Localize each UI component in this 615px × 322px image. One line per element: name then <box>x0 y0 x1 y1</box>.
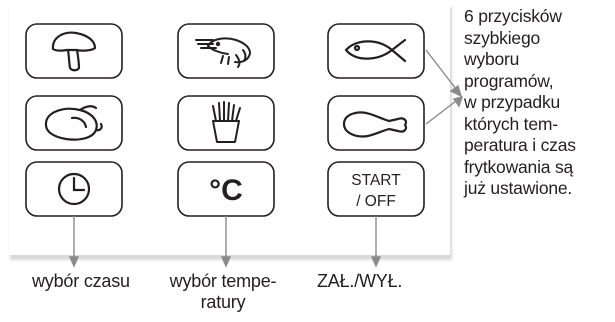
callout-arrow-lower <box>425 96 464 125</box>
clock-icon <box>57 172 91 206</box>
temperature-arrow <box>220 216 232 268</box>
fish-icon <box>344 38 407 63</box>
note-line: szybkiego <box>464 27 541 48</box>
temperature-label-line2: ratury <box>200 292 246 312</box>
fish-button[interactable] <box>327 23 425 79</box>
note-line: 6 przycisków <box>464 6 562 26</box>
temperature-button[interactable]: °C <box>177 161 275 217</box>
shrimp-icon <box>195 37 251 68</box>
drumstick-icon <box>342 111 408 138</box>
off-label: / OFF <box>356 193 396 210</box>
chicken-button[interactable] <box>25 95 123 151</box>
start-off-button[interactable]: START / OFF <box>327 161 425 217</box>
fries-icon <box>212 101 241 143</box>
note-line: w przypadku <box>464 92 561 112</box>
timer-button[interactable] <box>25 161 123 217</box>
drumstick-button[interactable] <box>327 95 425 151</box>
mushroom-icon <box>51 31 97 72</box>
note-line: peratura i czas <box>464 135 576 155</box>
shrimp-button[interactable] <box>177 23 275 79</box>
fries-button[interactable] <box>177 95 275 151</box>
start-label: START <box>351 172 401 189</box>
callout-arrow-upper <box>425 49 463 98</box>
note-line: programów, <box>464 70 554 91</box>
chicken-icon <box>44 105 103 141</box>
time-selection-label: wybór czasu <box>32 271 130 291</box>
temperature-label-line1: wybór tempe- <box>169 271 277 291</box>
on-off-label: ZAŁ./WYŁ. <box>317 271 403 291</box>
temperature-button-label: °C <box>209 174 243 207</box>
note-line: wyboru <box>464 49 520 69</box>
note-line: których tem- <box>464 113 558 134</box>
note-line: frytkowania są <box>464 156 574 177</box>
note-line: już ustawione. <box>464 178 573 198</box>
timer-arrow <box>68 216 80 268</box>
temperature-selection-label: wybór tempe- ratury <box>158 271 288 313</box>
start-off-arrow <box>370 216 382 268</box>
quick-program-note: 6 przycisków szybkiego wyboru programów,… <box>464 6 614 200</box>
mushroom-button[interactable] <box>25 23 123 79</box>
